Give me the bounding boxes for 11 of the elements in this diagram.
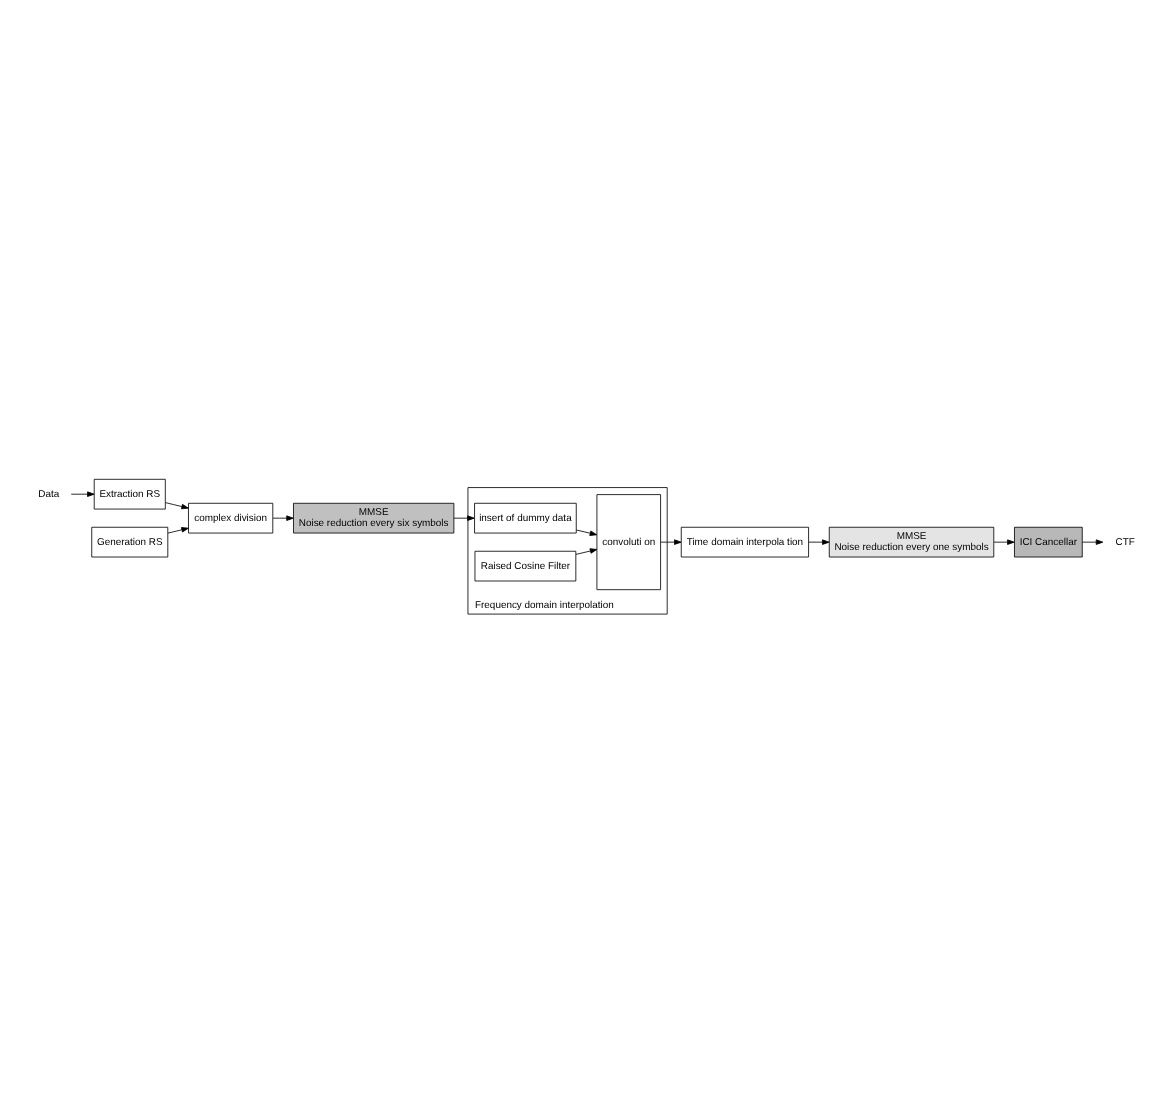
arrow	[453, 515, 475, 521]
arrow	[993, 539, 1015, 545]
arrow	[575, 548, 598, 555]
arrow	[660, 539, 682, 545]
arrow	[1082, 539, 1104, 545]
arrow	[165, 502, 189, 510]
arrow	[808, 539, 830, 545]
arrow	[272, 515, 294, 521]
arrow	[576, 529, 598, 536]
arrow	[167, 527, 189, 534]
arrow	[70, 491, 95, 497]
